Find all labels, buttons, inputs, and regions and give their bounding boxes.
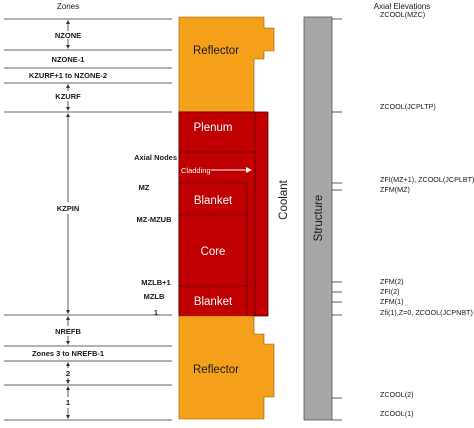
elev-zcool-jcpltp: ZCOOL(JCPLTP) — [380, 102, 436, 111]
fuel-column — [178, 182, 248, 317]
axial-node-1: 1 — [154, 308, 158, 317]
axial-elevations-header: Axial Elevations — [374, 2, 430, 11]
axial-node-mz-mzub: MZ-MZUB — [137, 215, 173, 224]
arrow-head — [66, 45, 70, 49]
zone-label-nzone-1: NZONE-1 — [52, 55, 85, 64]
zone-label-zones-3: Zones 3 to NREFB-1 — [32, 349, 104, 358]
arrow-head — [66, 415, 70, 419]
elev-zfi-mz1: ZFI(MZ+1), ZCOOL(JCPLBT) — [380, 175, 474, 184]
zones-header: Zones — [57, 2, 79, 11]
arrow-head — [66, 316, 70, 320]
zone-label-kzurf-range: KZURF+1 to NZONE-2 — [29, 71, 107, 80]
reflector-top-label: Reflector — [193, 45, 239, 57]
elev-zfm-mz: ZFM(MZ) — [380, 185, 410, 194]
arrow-head — [66, 113, 70, 117]
axial-nodes-title: Axial Nodes — [134, 153, 177, 162]
elev-zcool-2: ZCOOL(2) — [380, 390, 414, 399]
coolant-label: Coolant — [278, 179, 290, 219]
cladding-arrow — [211, 167, 252, 173]
elev-zfi-1: Zfi(1),Z=0, ZCOOL(JCPNBT) — [380, 308, 473, 317]
blanket-bottom-label: Blanket — [194, 296, 233, 308]
zone-label-kzpin: KZPIN — [57, 204, 80, 213]
elev-zcool-1: ZCOOL(1) — [380, 409, 414, 418]
plenum-block — [178, 111, 256, 153]
elevation-ticks — [332, 18, 342, 421]
zone-label-nzone: NZONE — [55, 31, 81, 40]
arrow-head — [66, 84, 70, 88]
elev-zfm-2: ZFM(2) — [380, 277, 404, 286]
zone-label-1: 1 — [66, 398, 70, 407]
reflector-top — [178, 16, 275, 113]
elev-zfm-1: ZFM(1) — [380, 297, 404, 306]
reflector-bottom-label: Reflector — [193, 364, 239, 376]
axial-node-mz: MZ — [139, 183, 150, 192]
arrow-head — [66, 362, 70, 366]
arrow-head — [66, 380, 70, 384]
arrow-head — [66, 20, 70, 24]
elev-zcool-mzc: ZCOOL(MZC) — [380, 10, 425, 19]
axial-node-mzlb: MZLB — [144, 292, 165, 301]
core-label: Core — [201, 246, 226, 258]
axial-node-mzlb-1: MZLB+1 — [141, 278, 170, 287]
elev-zfi-2: ZFI(2) — [380, 287, 400, 296]
zone-arrows — [66, 20, 70, 419]
zone-label-nrefb: NREFB — [55, 327, 81, 336]
plenum-label: Plenum — [194, 122, 233, 134]
structure-label: Structure — [313, 195, 325, 242]
cladding-label: Cladding — [181, 166, 211, 175]
reflector-bottom — [178, 315, 275, 420]
zone-label-2: 2 — [66, 369, 70, 378]
structure-column — [303, 16, 333, 421]
blanket-top-label: Blanket — [194, 195, 233, 207]
zone-label-kzurf: KZURF — [55, 92, 81, 101]
zone-boundaries — [4, 18, 172, 421]
arrow-head — [66, 107, 70, 111]
arrow-head — [66, 310, 70, 314]
arrow-head — [66, 386, 70, 390]
arrow-head — [66, 341, 70, 345]
